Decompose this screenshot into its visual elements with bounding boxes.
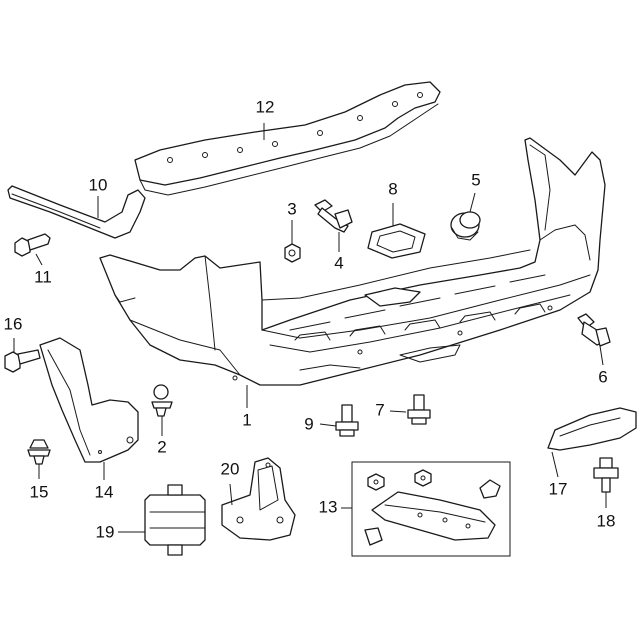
inset-bracket-assembly[interactable] xyxy=(364,469,501,546)
leader-lines xyxy=(13,123,607,533)
bolt-7[interactable] xyxy=(407,394,431,425)
callout-18: 18 xyxy=(597,511,616,530)
callout-14: 14 xyxy=(95,482,114,501)
step-pad[interactable] xyxy=(547,407,637,451)
callout-8: 8 xyxy=(388,179,397,198)
mounting-bracket[interactable] xyxy=(221,457,296,541)
inset-box xyxy=(351,461,511,557)
push-clip-2[interactable] xyxy=(151,384,173,417)
callout-16: 16 xyxy=(4,314,23,333)
callout-5: 5 xyxy=(471,170,480,189)
retainer-clip[interactable] xyxy=(593,457,619,493)
mud-guard[interactable] xyxy=(39,337,139,463)
bolt-4[interactable] xyxy=(314,199,353,233)
callout-1: 1 xyxy=(242,410,251,429)
callout-19: 19 xyxy=(96,522,115,541)
callout-12: 12 xyxy=(256,97,275,116)
callout-labels: 1 2 3 4 5 6 7 8 9 10 11 12 13 14 15 16 1… xyxy=(4,97,616,541)
bolt-6[interactable] xyxy=(577,313,611,347)
callout-15: 15 xyxy=(30,482,49,501)
callout-4: 4 xyxy=(334,253,343,272)
rear-bumper-cover[interactable] xyxy=(99,137,606,386)
callout-10: 10 xyxy=(89,175,108,194)
sensor-bracket[interactable] xyxy=(367,223,426,259)
callout-7: 7 xyxy=(375,400,384,419)
callout-9: 9 xyxy=(304,414,313,433)
callout-20: 20 xyxy=(221,459,240,478)
callout-3: 3 xyxy=(287,199,296,218)
bolt-11[interactable] xyxy=(14,233,51,257)
callout-17: 17 xyxy=(549,479,568,498)
nut[interactable] xyxy=(284,243,301,263)
callout-13: 13 xyxy=(319,497,338,516)
bolt-16[interactable] xyxy=(4,349,41,373)
rear-bumper-reinforcement[interactable] xyxy=(134,81,441,196)
push-clip-15[interactable] xyxy=(27,439,51,465)
bumper-side-bracket[interactable] xyxy=(7,185,146,239)
parking-sensor[interactable] xyxy=(450,211,481,241)
callout-11: 11 xyxy=(34,267,52,286)
bolt-9[interactable] xyxy=(335,404,359,437)
callout-6: 6 xyxy=(598,367,607,386)
callout-2: 2 xyxy=(157,437,166,456)
sensor-module[interactable] xyxy=(144,484,206,556)
